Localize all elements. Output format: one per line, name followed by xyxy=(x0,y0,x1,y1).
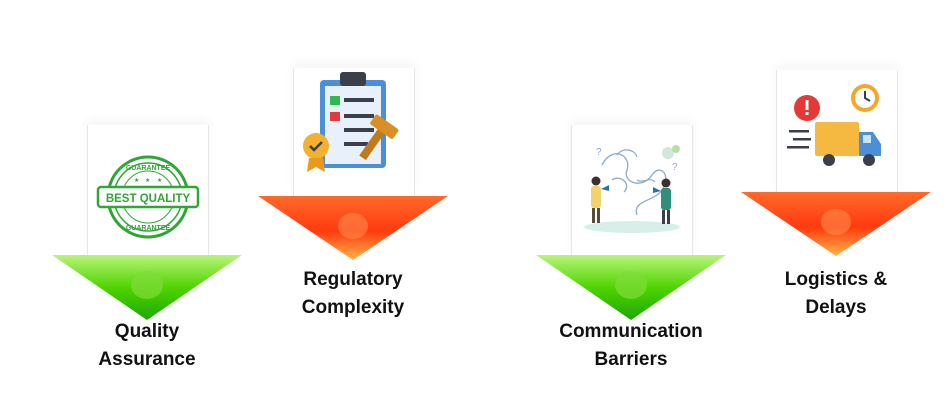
svg-text:GUARANTEE: GUARANTEE xyxy=(126,225,171,232)
best-quality-badge-icon: GUARANTEE BEST QUALITY GUARANTEE ★ ★ ★ xyxy=(96,155,200,239)
label-line-1: Logistics & xyxy=(784,269,888,290)
label-regulatory-complexity: Regulatory Complexity xyxy=(253,266,453,322)
green-arrow-shape xyxy=(52,255,242,320)
red-arrow-shape xyxy=(258,196,448,260)
svg-text:?: ? xyxy=(672,162,678,173)
label-line-1: Communication xyxy=(559,321,703,342)
label-logistics-delays: Logistics & Delays xyxy=(736,266,936,322)
green-arrow-shape xyxy=(536,255,726,320)
step-communication-barriers: ? ? Communication Barriers xyxy=(536,125,726,380)
red-arrow-shape xyxy=(741,192,931,256)
communication-people-icon: ? ? xyxy=(584,145,680,233)
svg-text:?: ? xyxy=(596,147,602,158)
clipboard-gavel-icon xyxy=(303,72,399,172)
label-line-1: Regulatory xyxy=(303,269,403,290)
step-quality-assurance: GUARANTEE BEST QUALITY GUARANTEE ★ ★ ★ Q… xyxy=(52,125,242,380)
svg-text:★: ★ xyxy=(145,177,150,184)
delivery-truck-clock-icon xyxy=(787,84,881,166)
regulatory-image-panel xyxy=(293,68,415,196)
label-line-2: Complexity xyxy=(301,297,405,318)
quality-image-panel: GUARANTEE BEST QUALITY GUARANTEE ★ ★ ★ xyxy=(87,125,209,255)
label-line-2: Delays xyxy=(805,297,867,318)
svg-text:GUARANTEE: GUARANTEE xyxy=(126,165,171,172)
svg-text:★: ★ xyxy=(134,177,139,184)
logistics-image-panel xyxy=(776,70,898,192)
label-quality-assurance: Quality Assurance xyxy=(47,318,247,374)
step-regulatory-complexity: Regulatory Complexity xyxy=(258,68,448,328)
svg-text:★: ★ xyxy=(157,177,162,184)
label-communication-barriers: Communication Barriers xyxy=(526,318,736,374)
label-line-2: Barriers xyxy=(594,349,668,370)
communication-image-panel: ? ? xyxy=(571,125,693,255)
svg-text:BEST QUALITY: BEST QUALITY xyxy=(106,193,191,205)
label-line-2: Assurance xyxy=(98,349,196,370)
step-logistics-delays: Logistics & Delays xyxy=(741,70,931,330)
label-line-1: Quality xyxy=(114,321,180,342)
